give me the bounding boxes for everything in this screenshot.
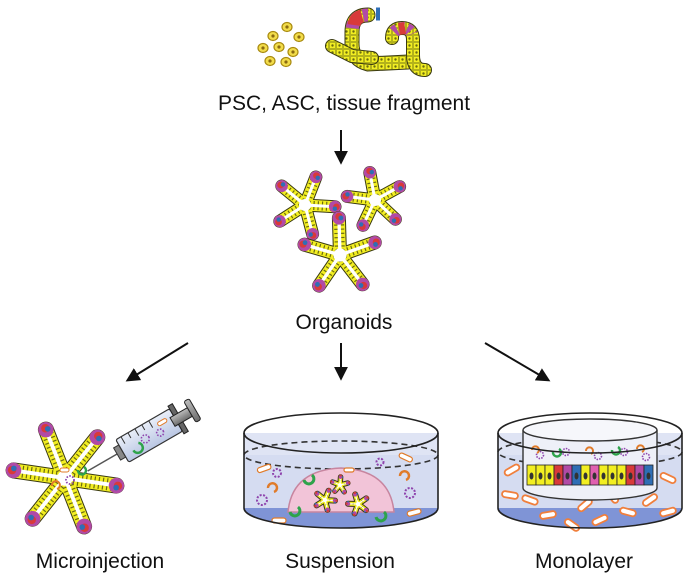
arrow-to-microinjection (125, 342, 189, 382)
arrow-to-monolayer (484, 342, 551, 382)
suspension-label: Suspension (285, 550, 395, 573)
microinjection-label: Microinjection (35, 550, 165, 573)
monolayer-label: Monolayer (534, 550, 634, 573)
injected-organoid-icon (5, 421, 125, 535)
microinjection-illustration (5, 398, 201, 535)
monolayer-dish-illustration (497, 412, 683, 532)
organoids-icon (273, 166, 407, 293)
stem-cells-icon (257, 21, 305, 68)
syringe-icon (87, 398, 201, 472)
suspension-dish-illustration (243, 412, 439, 529)
tissue-fragment-icon (325, 7, 432, 77)
sources-label: PSC, ASC, tissue fragment (217, 92, 471, 115)
organoids-label: Organoids (295, 311, 393, 334)
